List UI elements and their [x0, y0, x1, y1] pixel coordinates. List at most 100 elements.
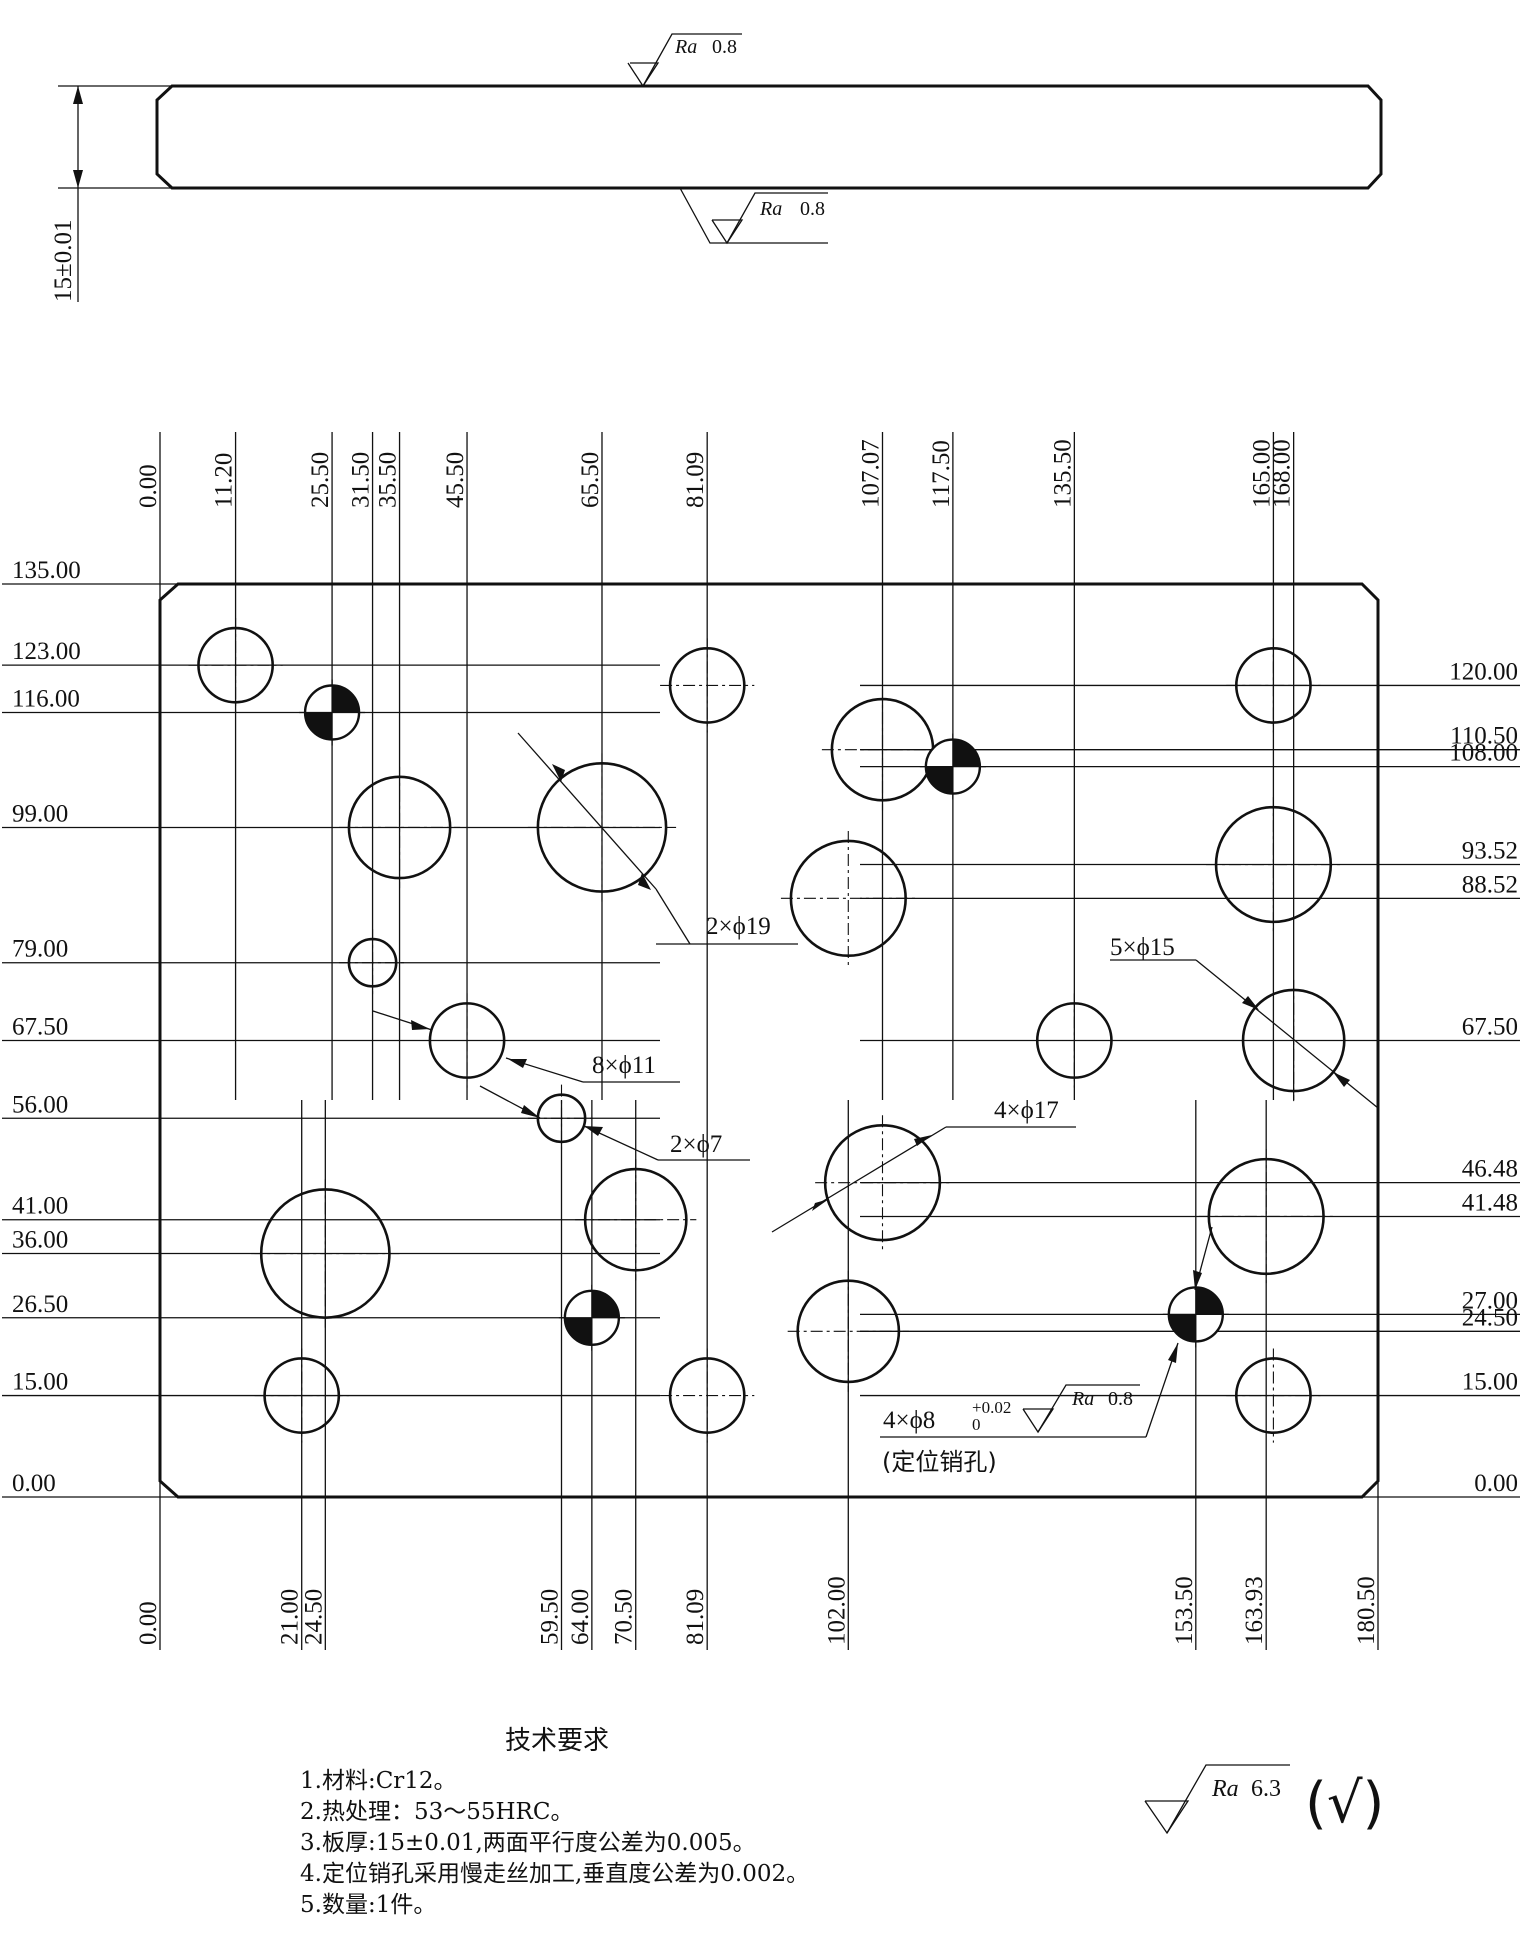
bottom-roughness-symbol: Ra 0.8 — [679, 187, 828, 245]
thickness-label: 15±0.01 — [50, 220, 77, 302]
hole — [815, 1115, 950, 1251]
bottom-ra-value: 0.8 — [800, 198, 825, 220]
x-bottom-dimension-label: 180.50 — [1353, 1576, 1380, 1645]
holes — [188, 618, 1355, 1443]
x-top-dimension-label: 25.50 — [307, 452, 334, 508]
hole — [1226, 1348, 1321, 1443]
pin-hole-quadrant — [305, 712, 333, 740]
y-left-dimension-label: 67.50 — [12, 1014, 68, 1041]
callout-phi17: 4×ϕ17 — [994, 1097, 1059, 1124]
x-top-dimension-label: 165.00 — [1248, 439, 1275, 508]
hole — [660, 638, 755, 733]
x-top-dimension-label: 117.50 — [928, 440, 955, 508]
pin-hole-quadrant — [1168, 1314, 1196, 1342]
hole — [575, 1159, 697, 1281]
callout-phi15: 5×ϕ15 — [1110, 934, 1175, 961]
tech-req-title: 技术要求 — [505, 1726, 610, 1756]
x-top-dimension-label: 35.50 — [375, 452, 402, 508]
callout-phi8-ra-value: 0.8 — [1108, 1388, 1133, 1410]
pin-hole-quadrant — [332, 685, 360, 713]
y-left-dimension-label: 26.50 — [12, 1291, 68, 1318]
callout-phi11: 8×ϕ11 — [592, 1052, 656, 1079]
y-right-dimension-label: 93.52 — [1462, 838, 1518, 865]
y-right-dimension-label: 41.48 — [1462, 1189, 1518, 1216]
side-view: 15±0.01 Ra 0.8 Ra 0.8 — [50, 33, 1383, 302]
tech-req-item: 1.材料:Cr12。 — [300, 1768, 457, 1794]
general-ra-value: 6.3 — [1251, 1776, 1281, 1802]
y-right-dimension-label: 0.00 — [1474, 1470, 1518, 1497]
y-left-dimension-label: 15.00 — [12, 1369, 68, 1396]
hole — [1226, 638, 1321, 733]
pin-hole-quadrant — [1195, 1287, 1223, 1315]
top-roughness-symbol: Ra 0.8 — [627, 33, 742, 88]
hole — [787, 1270, 909, 1392]
x-top-dimension-label: 0.00 — [135, 464, 162, 508]
hole — [1233, 979, 1355, 1102]
tech-req-item: 2.热处理：53～55HRC。 — [300, 1799, 574, 1825]
x-top-dimension-label: 81.09 — [682, 452, 709, 508]
x-top-dimension-label: 31.50 — [348, 452, 375, 508]
y-right-dimension-label: 110.50 — [1450, 723, 1518, 750]
y-left-dimension-label: 0.00 — [12, 1470, 56, 1497]
y-right-dimension-label: 15.00 — [1462, 1369, 1518, 1396]
hole — [338, 766, 461, 889]
hole — [527, 1084, 596, 1152]
x-bottom-dimension-label: 153.50 — [1171, 1576, 1198, 1645]
y-right-dimension-label: 67.50 — [1462, 1014, 1518, 1041]
y-right-dimension-label: 108.00 — [1449, 740, 1518, 767]
locating-pin-hole — [299, 679, 366, 746]
hole — [188, 618, 283, 713]
x-bottom-dimension-label: 24.50 — [300, 1589, 327, 1645]
x-top-dimension-label: 107.07 — [858, 439, 885, 508]
callout-phi8-lower-tol: 0 — [972, 1415, 981, 1434]
hole — [1027, 993, 1122, 1088]
top-ra-prefix: Ra — [674, 36, 697, 58]
y-right-dimension-label: 120.00 — [1449, 658, 1518, 685]
locating-pin-hole — [919, 733, 986, 800]
general-ra-prefix: Ra — [1211, 1776, 1239, 1802]
locating-pin-hole — [1162, 1281, 1229, 1348]
general-ra-symbol: (√) — [1305, 1771, 1384, 1836]
y-left-dimension-label: 99.00 — [12, 800, 68, 827]
locating-pin-hole — [558, 1284, 625, 1351]
callout-phi7: 2×ϕ7 — [670, 1131, 722, 1158]
x-top-dimension-label: 45.50 — [442, 452, 469, 508]
bottom-ra-prefix: Ra — [759, 198, 782, 220]
y-right-dimension-label: 27.00 — [1462, 1287, 1518, 1314]
y-right-dimension-label: 24.50 — [1462, 1304, 1518, 1331]
hole — [780, 830, 916, 966]
hole — [660, 1348, 755, 1443]
callout-leaders — [372, 732, 1379, 1438]
tech-req-item: 5.数量:1件。 — [300, 1892, 437, 1918]
x-top-dimension-label: 11.20 — [211, 453, 238, 508]
callout-phi8: 4×ϕ8 — [883, 1407, 935, 1434]
hole — [1206, 797, 1341, 932]
top-ra-value: 0.8 — [712, 36, 737, 58]
x-bottom-dimension-label: 163.93 — [1241, 1576, 1268, 1645]
x-top-dimension-label: 65.50 — [577, 452, 604, 508]
y-left-dimension-label: 36.00 — [12, 1227, 68, 1254]
tech-req-item: 4.定位销孔采用慢走丝加工,垂直度公差为0.002。 — [300, 1861, 810, 1887]
callout-phi19: 2×ϕ19 — [706, 913, 771, 940]
hole — [251, 1179, 400, 1328]
side-view-outline — [155, 84, 1383, 190]
callout-phi8-note: (定位销孔) — [882, 1448, 997, 1476]
y-left-dimension-label: 79.00 — [12, 936, 68, 963]
y-left-dimension-label: 41.00 — [12, 1193, 68, 1220]
x-bottom-dimension-label: 64.00 — [567, 1589, 594, 1645]
pin-hole-quadrant — [925, 766, 953, 794]
extension-lines — [2, 432, 1520, 1650]
x-bottom-dimension-label: 81.09 — [682, 1589, 709, 1645]
hole — [254, 1348, 349, 1443]
y-right-dimension-label: 46.48 — [1462, 1156, 1518, 1183]
x-bottom-dimension-label: 0.00 — [135, 1601, 162, 1645]
x-top-dimension-label: 135.50 — [1049, 439, 1076, 508]
y-left-dimension-label: 135.00 — [12, 557, 81, 584]
callout-phi8-ra-prefix: Ra — [1071, 1388, 1094, 1410]
callout-phi8-upper-tol: +0.02 — [972, 1398, 1011, 1417]
y-left-dimension-label: 56.00 — [12, 1091, 68, 1118]
hole — [1198, 1149, 1334, 1284]
